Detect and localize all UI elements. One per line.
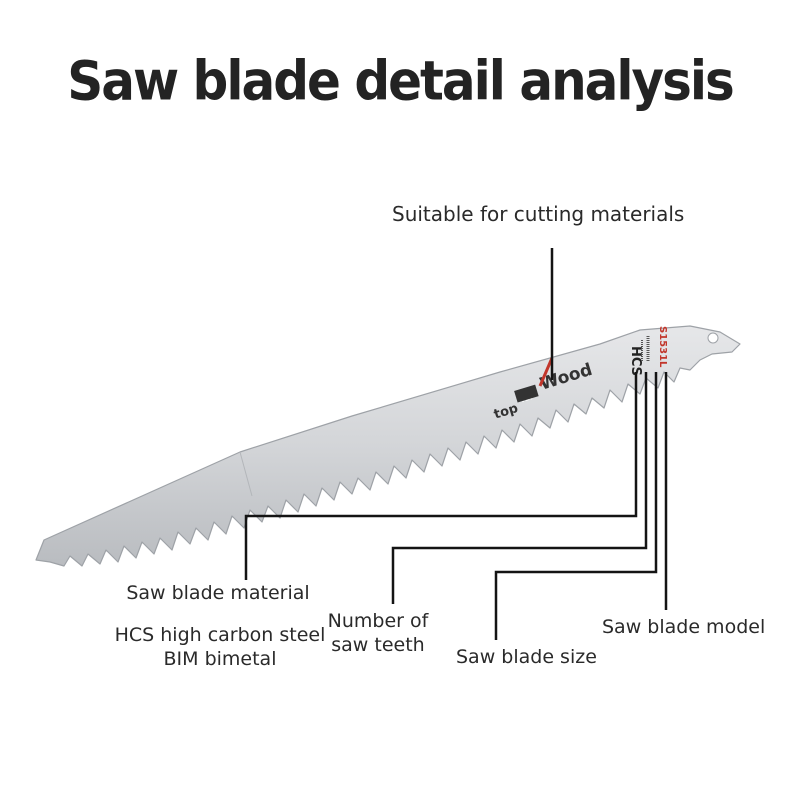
brand-for-box [514,384,539,403]
model-code: S1531L [657,326,668,368]
material-label: Saw blade material [126,582,310,604]
teeth-count-label-line2: saw teeth [331,634,425,656]
material-option-hcs: HCS high carbon steel [114,624,326,646]
blade-model-label: Saw blade model [602,616,766,638]
teeth-count-label-line1: Number of [327,610,429,632]
tang-hole [707,332,719,344]
leader-material [244,372,638,580]
brand-accent-icon [538,357,554,387]
material-option-bim: BIM bimetal [163,648,277,670]
leader-size [494,372,658,640]
svg-text:top: top [492,401,520,422]
blade-size-label: Saw blade size [456,646,597,668]
page-title: Saw blade detail analysis [67,49,735,113]
suitable-materials-label: Suitable for cutting materials [392,202,685,226]
leader-teeth [391,372,648,604]
saw-blade [35,325,741,567]
leader-lines [244,248,668,640]
material-code: HCS [628,346,643,376]
